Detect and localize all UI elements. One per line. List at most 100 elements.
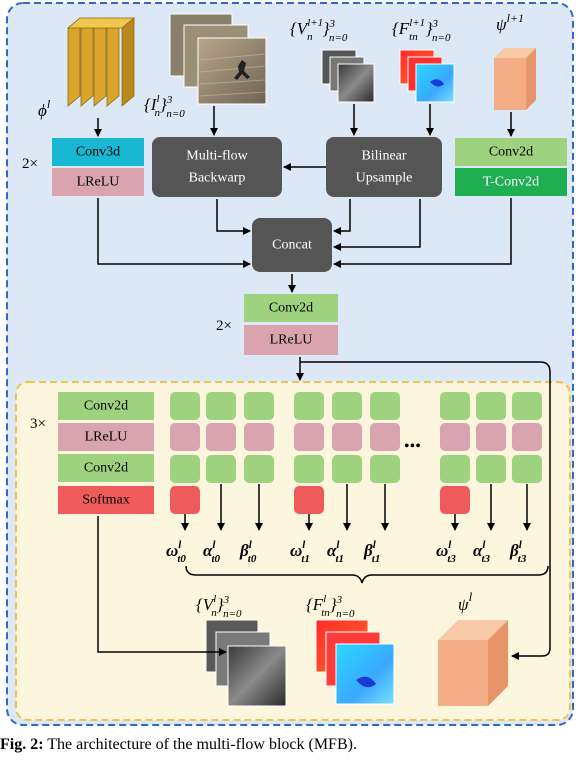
psi-out-volume (438, 620, 508, 706)
flow-in-maps (399, 49, 455, 103)
channel-cell (244, 423, 274, 451)
channel-cell (332, 455, 362, 483)
svg-text:Bilinear: Bilinear (361, 149, 406, 164)
softmax-cell (440, 486, 470, 514)
svg-text:Multi-flow: Multi-flow (186, 149, 248, 164)
caption-prefix: Fig. 2: (0, 736, 44, 753)
input-frames-image (169, 13, 267, 105)
lrelu-block-top: LReLU (52, 168, 144, 196)
svg-text:Conv2d: Conv2d (84, 399, 128, 414)
channel-columns (170, 392, 542, 531)
svg-text:Conv2d: Conv2d (489, 145, 533, 160)
svg-text:Concat: Concat (272, 238, 312, 253)
channel-cell (440, 455, 470, 483)
channel-cell (206, 423, 236, 451)
channel-cell (512, 392, 542, 420)
conv2d-block-right: Conv2d (455, 138, 567, 166)
phi-slice (67, 17, 81, 107)
conv2d-block-mid: Conv2d (244, 294, 338, 322)
conv2d-block-inner-1: Conv2d (58, 392, 154, 420)
svg-text:Upsample: Upsample (356, 171, 413, 186)
channel-cell (294, 455, 324, 483)
lrelu-block-inner: LReLU (58, 423, 154, 451)
channel-cell (440, 423, 470, 451)
caption-text: The architecture of the multi-flow block… (43, 736, 357, 753)
channel-cell (476, 423, 506, 451)
channel-cell (370, 455, 400, 483)
repeat-2x-mid: 2× (216, 318, 232, 334)
channel-cell (294, 392, 324, 420)
inner-panel (15, 381, 571, 721)
tconv2d-block: T-Conv2d (455, 168, 567, 196)
figure-caption: Fig. 2: The architecture of the multi-fl… (0, 736, 580, 754)
phi-label: ϕl (38, 97, 51, 120)
channel-cell (170, 423, 200, 451)
connectors (94, 104, 551, 660)
phi-slice (80, 17, 94, 107)
phi-slice (93, 17, 107, 107)
multi-flow-backwarp-block: Multi-flow Backwarp (152, 137, 282, 197)
channel-cell (332, 423, 362, 451)
repeat-2x-top: 2× (22, 156, 38, 172)
channel-cell (170, 392, 200, 420)
svg-text:Backwarp: Backwarp (189, 171, 246, 186)
channel-cell (206, 455, 236, 483)
phi-side (121, 17, 135, 107)
channel-cell (244, 392, 274, 420)
channel-cell (476, 392, 506, 420)
channel-cell (512, 423, 542, 451)
channel-cell (332, 392, 362, 420)
conv2d-block-inner-2: Conv2d (58, 454, 154, 482)
vis-out-maps (205, 619, 287, 707)
svg-text:T-Conv2d: T-Conv2d (483, 175, 539, 190)
channel-cell (170, 455, 200, 483)
svg-text:LReLU: LReLU (85, 430, 128, 445)
bilinear-upsample-block: Bilinear Upsample (326, 137, 442, 197)
svg-text:Conv2d: Conv2d (84, 461, 128, 476)
ellipsis: ••• (404, 438, 421, 455)
svg-text:Conv3d: Conv3d (76, 145, 120, 160)
conv3d-block: Conv3d (52, 138, 144, 166)
channel-cell (370, 423, 400, 451)
vis-in-maps (321, 49, 375, 103)
channel-cell (476, 455, 506, 483)
psi-out-label: ψl (458, 589, 473, 614)
softmax-block: Softmax (58, 486, 154, 514)
psi-in-volume (494, 48, 536, 110)
phi-slice (106, 17, 120, 107)
concat-block: Concat (252, 218, 332, 272)
svg-text:Conv2d: Conv2d (269, 301, 313, 316)
grouping-brace (185, 565, 549, 584)
lrelu-block-mid: LReLU (244, 325, 338, 355)
svg-text:Softmax: Softmax (82, 493, 129, 508)
channel-cell (440, 392, 470, 420)
channel-cell (512, 455, 542, 483)
channel-cell (244, 455, 274, 483)
channel-cell (294, 423, 324, 451)
channel-cell (206, 392, 236, 420)
channel-cell (370, 392, 400, 420)
psi-in-label: ψl+1 (496, 11, 524, 34)
softmax-cell (294, 486, 324, 514)
svg-text:LReLU: LReLU (77, 175, 120, 190)
softmax-cell (170, 486, 200, 514)
repeat-3x: 3× (30, 416, 46, 432)
phi-feature-volume (66, 17, 136, 107)
